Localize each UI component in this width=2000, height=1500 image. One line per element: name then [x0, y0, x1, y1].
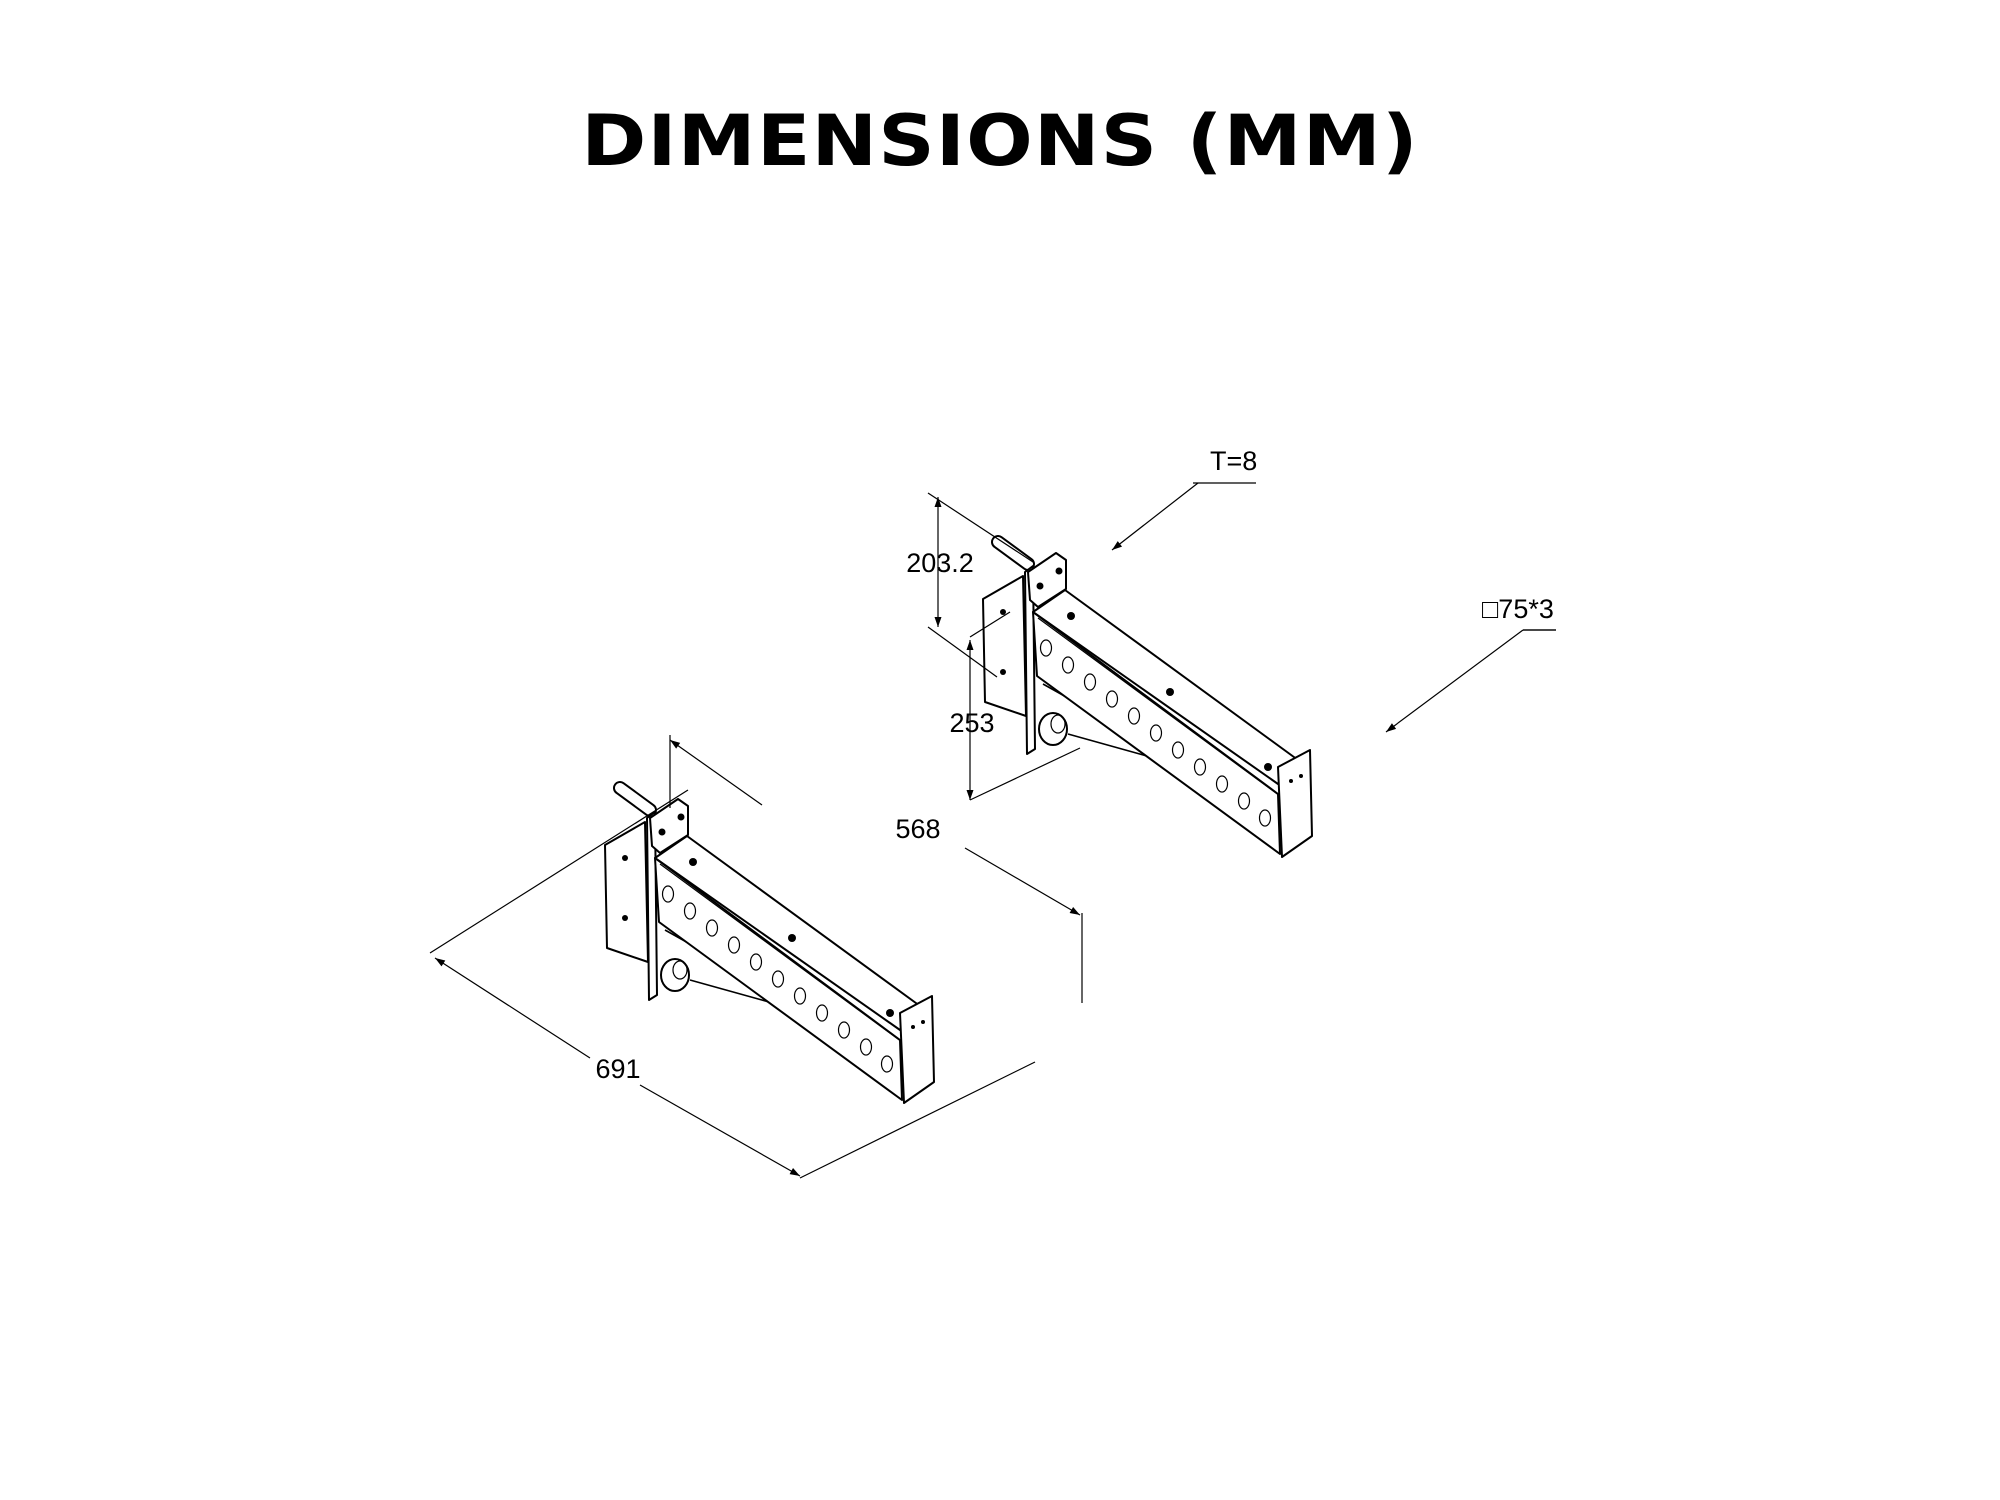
- lower-bracket: [605, 788, 934, 1103]
- dimension-203-2: 203.2: [906, 492, 1034, 678]
- dimension-253: 253: [949, 611, 1081, 801]
- upper-bracket: [983, 542, 1312, 857]
- leader-tube-section: □75*3: [1385, 594, 1556, 733]
- leader-label: □75*3: [1482, 594, 1554, 624]
- leader-plate-thickness: T=8: [1111, 446, 1257, 551]
- dimension-label: 203.2: [906, 548, 974, 578]
- dimension-568: 568: [669, 735, 1083, 1003]
- leader-label: T=8: [1210, 446, 1257, 476]
- dimension-691: 691: [429, 789, 1036, 1179]
- dimension-label: 253: [949, 708, 994, 738]
- dimension-label: 568: [895, 814, 940, 844]
- dimension-label: 691: [595, 1054, 640, 1084]
- page-title: DIMENSIONS (MM): [581, 100, 1419, 182]
